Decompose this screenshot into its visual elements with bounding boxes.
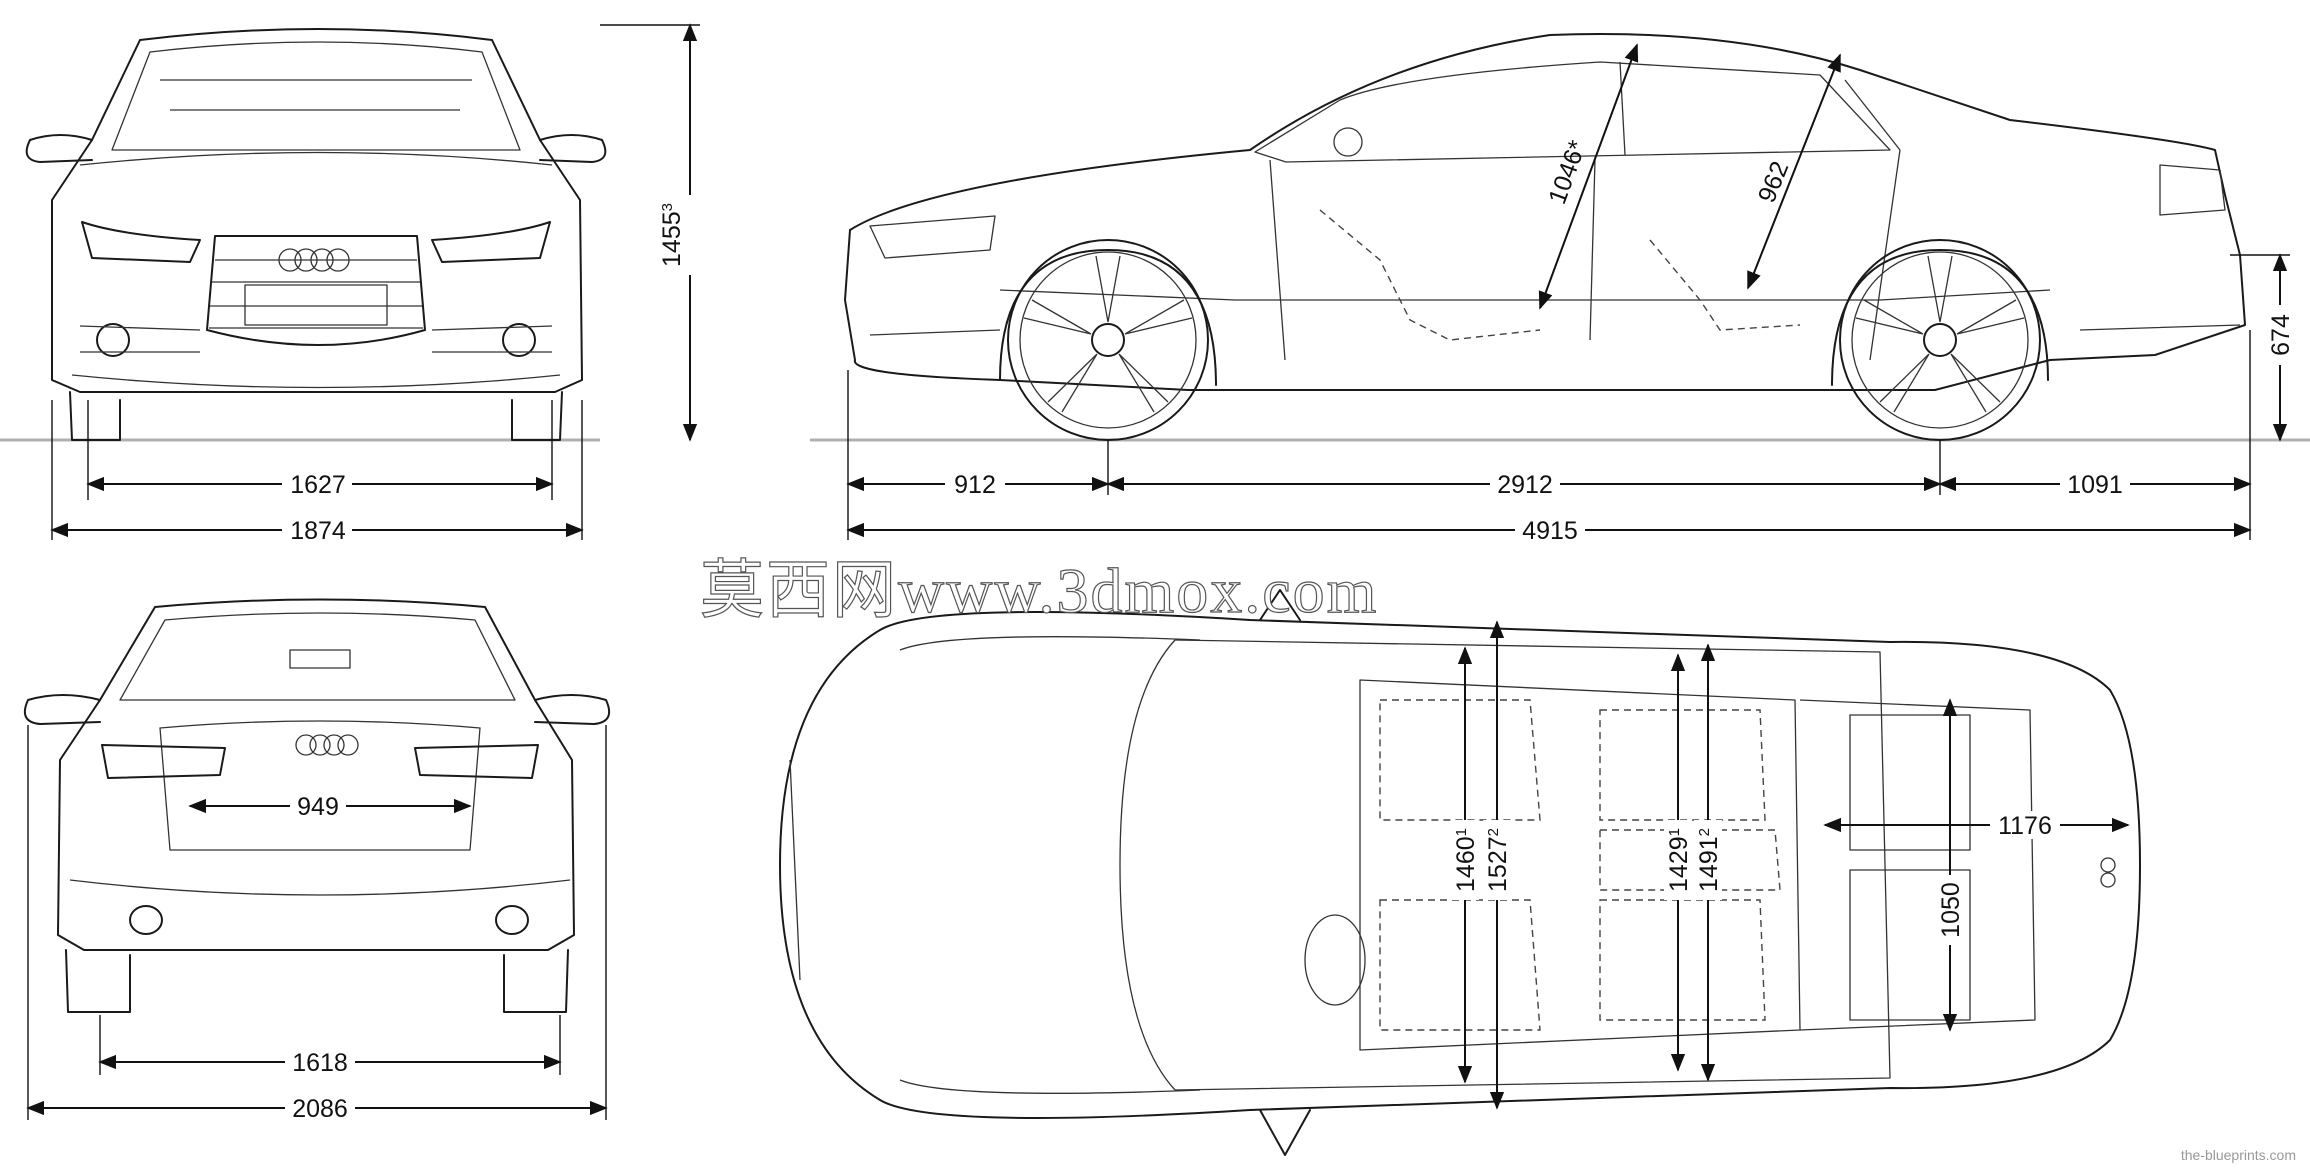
- svg-text:1046*: 1046*: [1543, 137, 1592, 208]
- top-view: [779, 589, 2141, 1156]
- rear-track-label: 1618: [292, 1049, 348, 1077]
- svg-text:14291: 14291: [1665, 828, 1693, 892]
- front-width-label: 1874: [290, 517, 346, 545]
- front-track-label: 1627: [290, 471, 346, 499]
- rear-width-mirrors-label: 2086: [292, 1095, 348, 1123]
- front-overhang-label: 912: [954, 471, 996, 499]
- rear-cabin-width-1-superscript: 1: [1666, 828, 1683, 836]
- svg-text:14601: 14601: [1452, 828, 1480, 892]
- wheelbase-label: 2912: [1497, 471, 1553, 499]
- side-view: [844, 33, 2246, 441]
- door-diagonal-front-label: 1046: [1543, 146, 1588, 208]
- svg-text:14553: 14553: [658, 203, 686, 267]
- trunk-length-label: 1176: [1998, 812, 2052, 840]
- rear-view: [24, 598, 610, 1013]
- svg-text:14912: 14912: [1695, 828, 1723, 892]
- rear-overhang-label: 1091: [2067, 471, 2123, 499]
- front-view: [25, 28, 607, 441]
- rear-cabin-width-2-label: 1491: [1695, 836, 1723, 892]
- trunk-opening-label: 949: [297, 793, 339, 821]
- front-height-superscript: 3: [659, 203, 676, 211]
- rear-cabin-width-2-superscript: 2: [1696, 828, 1713, 836]
- rear-cabin-width-1-label: 1429: [1665, 836, 1693, 892]
- front-cabin-width-2-superscript: 2: [1485, 828, 1502, 836]
- front-height-label: 1455: [658, 211, 686, 267]
- credit-text: the-blueprints.com: [2181, 1147, 2296, 1163]
- dimension-labels: 14553 1627 1874 912 2912 1091 4915 674 1…: [282, 137, 2296, 1123]
- front-cabin-width-2-label: 1527: [1484, 836, 1512, 892]
- rear-height-label: 674: [2267, 314, 2295, 356]
- front-cabin-width-1-superscript: 1: [1453, 828, 1470, 836]
- door-diagonal-rear-label: 962: [1753, 157, 1795, 206]
- front-cabin-width-1-label: 1460: [1452, 836, 1480, 892]
- trunk-width-label: 1050: [1937, 882, 1965, 938]
- overall-length-label: 4915: [1522, 517, 1578, 545]
- watermark: 莫西网www.3dmox.com: [700, 555, 1378, 626]
- svg-text:15272: 15272: [1484, 828, 1512, 892]
